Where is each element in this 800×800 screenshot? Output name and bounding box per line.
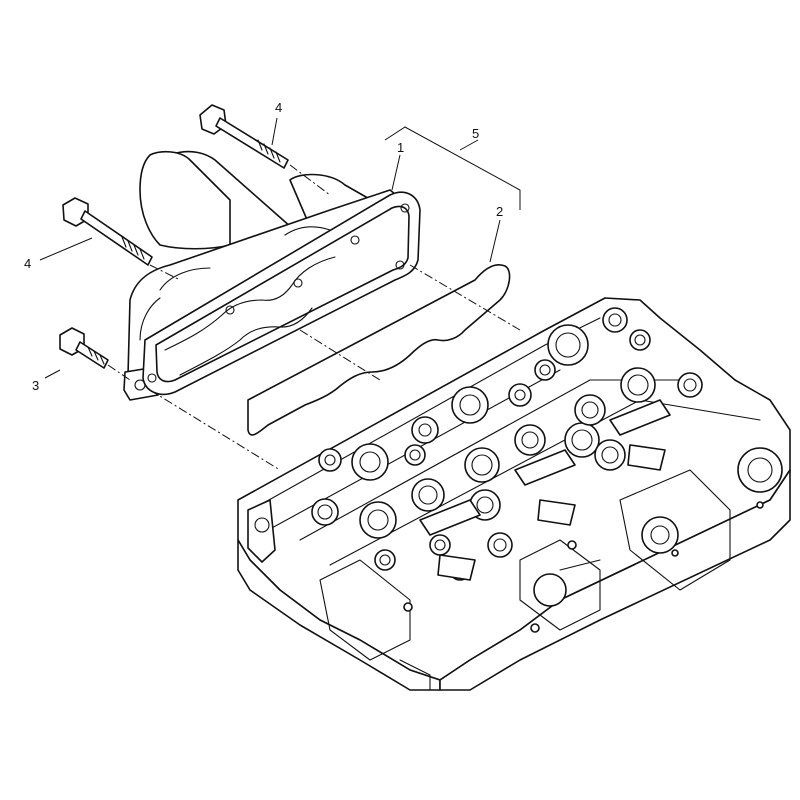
callout-leaders xyxy=(39,117,521,379)
callout-4-top: 4 xyxy=(275,100,282,115)
port-gasket-2 xyxy=(247,264,511,436)
assembly-centerlines xyxy=(107,164,521,471)
bolt-top xyxy=(199,104,289,169)
callout-labels: 1 2 3 4 4 5 xyxy=(24,100,503,393)
bolt-middle xyxy=(62,197,153,266)
callout-5: 5 xyxy=(472,126,479,141)
callout-3: 3 xyxy=(32,378,39,393)
callout-1: 1 xyxy=(397,140,404,155)
cylinder-head xyxy=(237,297,791,691)
callout-2: 2 xyxy=(496,204,503,219)
callout-4-middle: 4 xyxy=(24,256,31,271)
bolt-bottom xyxy=(59,327,109,369)
